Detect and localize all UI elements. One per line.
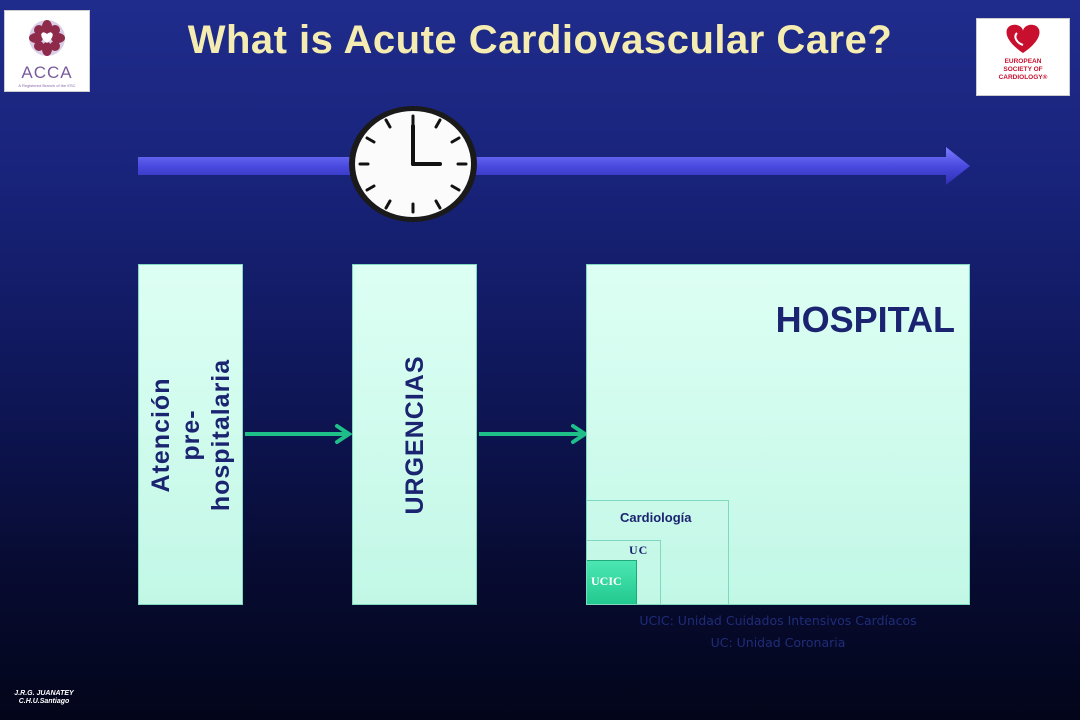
timeline-arrow-shape xyxy=(138,147,970,185)
cardiology-unit: Cardiología UC UCIC xyxy=(587,500,729,604)
flow-arrow-1 xyxy=(245,424,353,444)
prehospital-label: Atención pre- hospitalaria xyxy=(146,358,235,511)
uc-label: UC xyxy=(629,543,649,557)
coronary-unit: UC UCIC xyxy=(587,540,661,604)
emergency-label: URGENCIAS xyxy=(400,354,429,515)
footnote-uc: UC: Unidad Coronaria xyxy=(710,635,846,650)
ucic-label: UCIC xyxy=(591,574,622,588)
cardiac-icu-unit: UCIC xyxy=(587,560,637,604)
author-name: J.R.G. JUANATEY xyxy=(14,690,74,697)
acca-logo-subtext: A Registered Branch of the ESC xyxy=(18,83,76,88)
flow-arrow-2 xyxy=(479,424,589,444)
hospital-box: HOSPITAL Cardiología UC UCIC xyxy=(586,264,970,605)
acca-heart-logo-icon xyxy=(29,20,65,56)
clock-icon xyxy=(349,106,477,222)
esc-logo: EUROPEAN SOCIETY OF CARDIOLOGY® xyxy=(976,18,1070,96)
acca-logo-text: ACCA xyxy=(21,63,73,82)
hospital-label: HOSPITAL xyxy=(775,299,955,340)
esc-heart-logo-icon xyxy=(1006,24,1040,53)
page-title: What is Acute Cardiovascular Care? xyxy=(187,18,893,62)
footnote-ucic: UCIC: Unidad Cuidados Intensivos Cardíac… xyxy=(639,613,917,628)
emergency-box: URGENCIAS xyxy=(352,264,477,605)
prehospital-box: Atención pre- hospitalaria xyxy=(138,264,243,605)
acca-logo: ACCA A Registered Branch of the ESC xyxy=(4,10,90,92)
author-institution: C.H.U.Santiago xyxy=(18,698,70,705)
timeline-arrow xyxy=(138,147,970,185)
esc-logo-text: EUROPEAN SOCIETY OF CARDIOLOGY® xyxy=(998,58,1048,81)
cardiology-label: Cardiología xyxy=(620,510,692,525)
author-credit: J.R.G. JUANATEY C.H.U.Santiago xyxy=(4,690,84,706)
